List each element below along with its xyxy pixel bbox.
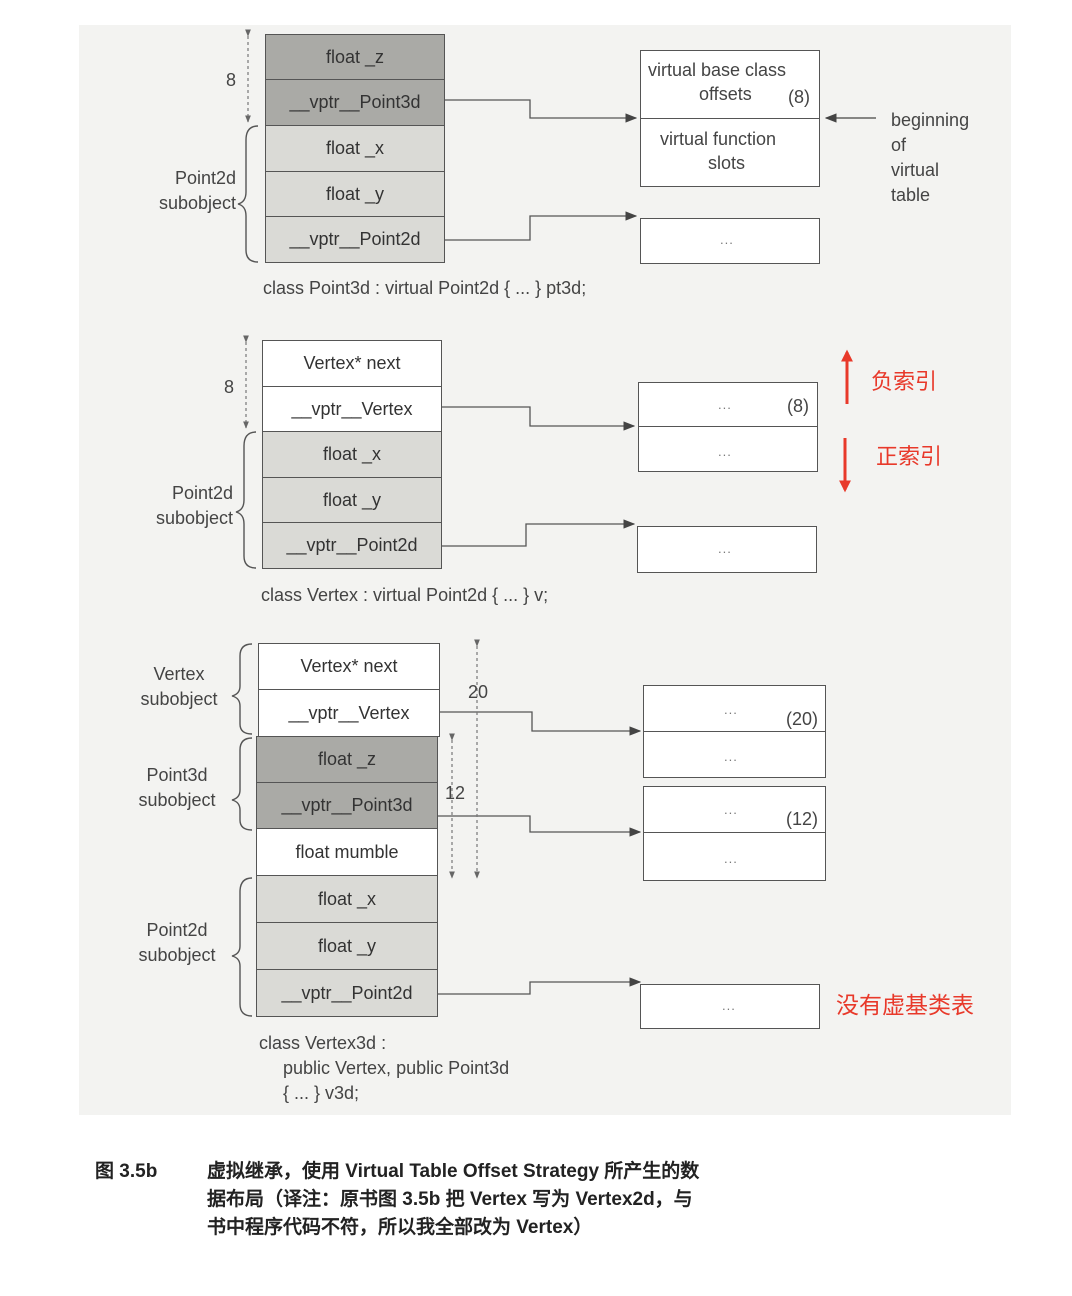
subobject-label-line: subobject [158,193,236,213]
subobject-label: Point2d subobject [130,166,236,216]
layout-cell-float-z: float _z [265,34,445,80]
subobject-label-line: Point2d [171,483,233,503]
vtable-slots-text: virtual function [660,129,777,149]
vtable-offset-value: (8) [787,396,809,416]
caption-line: 书中程序代码不符，所以我全部改为 Vertex） [207,1217,593,1238]
layout-cell-vptr-vertex: __vptr__Vertex [262,386,442,432]
subobject-label: Point2d subobject [122,918,232,968]
brace [235,431,257,569]
vtable-offset-value: (12) [786,809,819,829]
virtual-table [638,382,818,472]
offset-label: 8 [224,377,235,397]
note-line: of [891,135,907,155]
layout-cell-float-y: float _y [265,171,445,217]
note-line: virtual [891,160,940,180]
table-ellipsis: ... [722,998,736,1013]
subobject-label-line: subobject [140,689,218,709]
vtable-slots-text: slots [708,153,746,173]
layout-cell-float-x: float _x [256,875,438,923]
pointer-arrow [438,815,642,837]
subobject-label-line: Vertex [153,664,205,684]
layout-cell-float-x: float _x [262,431,442,478]
subobject-label: Vertex subobject [124,662,234,712]
class-declaration-line: public Vertex, public Point3d [283,1058,510,1078]
class-declaration: class Point3d : virtual Point2d { ... } … [263,278,587,298]
note-line: table [891,185,931,205]
table-ellipsis: ... [718,444,732,459]
layout-cell-vptr-point2d: __vptr__Point2d [256,969,438,1017]
layout-cell-vptr-point3d: __vptr__Point3d [265,79,445,126]
figure-number: 图 3.5b [95,1161,158,1182]
no-vbase-table-note: 没有虚基类表 [836,992,974,1018]
vtable-offsets-text: offsets [699,84,752,104]
virtual-table [643,685,826,778]
negative-index-note: 负索引 [871,369,938,394]
positive-index-note: 正索引 [876,444,943,469]
layout-cell-vptr-vertex: __vptr__Vertex [258,689,440,737]
caption-line: 据布局（译注：原书图 3.5b 把 Vertex 写为 Vertex2d，与 [207,1189,693,1210]
table-ellipsis: ... [724,749,738,764]
offset-label: 12 [445,783,466,803]
pointer-arrow [434,519,636,547]
table-ellipsis: ... [724,851,738,866]
beginning-note: beginning of virtual table [891,108,969,208]
layout-cell-float-y: float _y [256,922,438,970]
caption-line: 虚拟继承，使用 Virtual Table Offset Strategy 所产… [207,1161,700,1182]
subobject-label-line: Point2d [174,168,236,188]
brace [231,643,253,735]
offset-label: 8 [226,70,237,90]
class-declaration: class Vertex : virtual Point2d { ... } v… [261,585,549,605]
table-ellipsis: ... [718,397,732,412]
note-line: beginning [891,110,970,130]
vtable-offset-value: (8) [788,87,810,107]
layout-cell-float-z: float _z [256,736,438,783]
pointer-arrow [438,977,642,995]
pointer-arrow [434,406,636,431]
layout-cell-float-mumble: float mumble [256,828,438,876]
virtual-table [640,50,820,187]
layout-cell-float-x: float _x [265,125,445,172]
layout-cell-vptr-point2d: __vptr__Point2d [262,522,442,569]
virtual-table [643,786,826,881]
table-ellipsis: ... [718,541,732,556]
table-ellipsis: ... [720,232,734,247]
subobject-label-line: Point2d [146,920,208,940]
subobject-label-line: Point3d [146,765,208,785]
layout-cell-vertex-next: Vertex* next [262,340,442,387]
vtable-offsets-text: virtual base class [648,60,787,80]
layout-cell-vptr-point2d: __vptr__Point2d [265,216,445,263]
vtable-offset-value: (20) [786,709,819,729]
diagram-panel [79,25,1011,1115]
pointer-arrow [438,711,642,736]
subobject-label: Point2d subobject [127,481,233,531]
layout-cell-vertex-next: Vertex* next [258,643,440,690]
figure-caption: 虚拟继承，使用 Virtual Table Offset Strategy 所产… [207,1158,699,1242]
subobject-label-line: subobject [155,508,233,528]
layout-cell-float-y: float _y [262,477,442,523]
layout-cell-vptr-point3d: __vptr__Point3d [256,782,438,829]
subobject-label-line: subobject [138,790,216,810]
brace [237,125,259,263]
table-ellipsis: ... [724,702,738,717]
pointer-arrow [436,211,638,241]
brace [231,737,253,831]
brace [231,877,253,1017]
class-declaration: class Vertex3d : public Vertex, public P… [259,1031,509,1106]
virtual-table [640,218,820,264]
class-declaration-line: { ... } v3d; [283,1083,360,1103]
class-declaration-line: class Vertex3d : [259,1033,387,1053]
virtual-table [637,526,817,573]
subobject-label-line: subobject [138,945,216,965]
pointer-arrow [436,99,638,123]
subobject-label: Point3d subobject [122,763,232,813]
offset-label: 20 [468,682,489,702]
virtual-table [640,984,820,1029]
table-ellipsis: ... [724,802,738,817]
